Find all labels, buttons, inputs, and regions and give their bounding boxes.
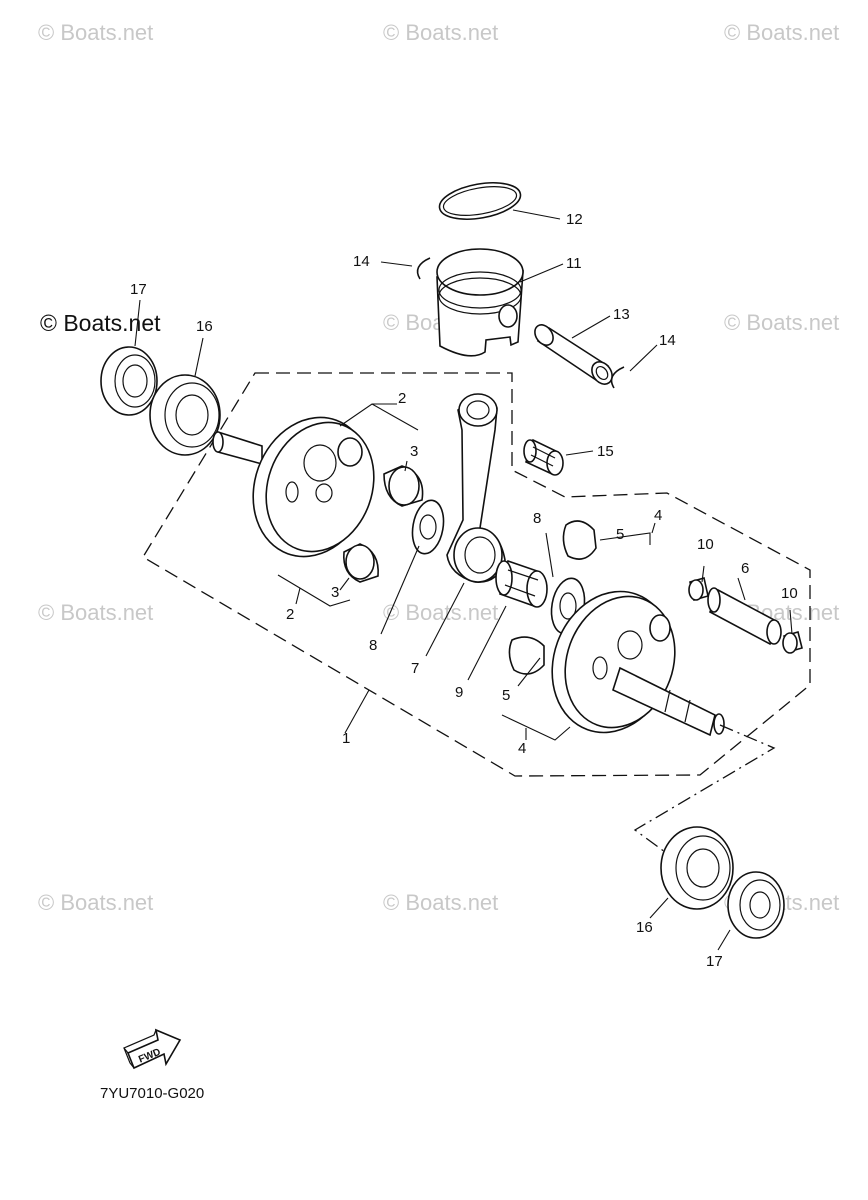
crank-pin — [707, 587, 782, 646]
callout-4: 4 — [654, 507, 662, 524]
circlip — [610, 366, 625, 389]
callout-6: 6 — [741, 560, 749, 577]
crankshaft-assembly-outline — [142, 372, 811, 777]
bearing-right-inner — [660, 826, 734, 910]
callout-5: 5 — [502, 687, 510, 704]
big-end-bearing — [495, 559, 548, 608]
callout-2: 2 — [286, 606, 294, 623]
leader-lines — [134, 209, 793, 951]
crank-washer-lower — [343, 543, 379, 583]
dowel-pin — [782, 631, 803, 654]
alignment-line — [633, 724, 776, 853]
callouts: 1 2 2 3 3 4 4 5 5 6 7 8 8 9 10 10 11 12 … — [130, 211, 798, 970]
callout-8: 8 — [533, 510, 541, 527]
bearing-right-outer — [727, 871, 785, 939]
callout-2: 2 — [398, 390, 406, 407]
callout-5: 5 — [616, 526, 624, 543]
fwd-arrow-icon: FWD — [123, 1028, 182, 1070]
watermark-main: © Boats.net — [40, 310, 161, 336]
piston-pin — [534, 324, 613, 385]
watermark: © Boats.net — [383, 890, 498, 915]
callout-3: 3 — [331, 584, 339, 601]
thrust-washer-left — [411, 499, 445, 555]
watermarks: © Boats.net © Boats.net © Boats.net © Bo… — [38, 20, 839, 915]
watermark: © Boats.net — [38, 20, 153, 45]
piston-ring — [438, 182, 522, 220]
watermark: © Boats.net — [724, 20, 839, 45]
piston — [436, 248, 524, 357]
watermark: © Boats.net — [724, 310, 839, 335]
callout-4: 4 — [518, 740, 526, 757]
callout-9: 9 — [455, 684, 463, 701]
watermark: © Boats.net — [38, 600, 153, 625]
dowel-pin — [688, 576, 709, 602]
callout-12: 12 — [566, 211, 583, 228]
crank-half-left — [212, 416, 375, 558]
small-end-bearing — [523, 438, 564, 476]
callout-11: 11 — [566, 255, 582, 272]
callout-14: 14 — [659, 332, 676, 349]
bearing-left-inner — [149, 374, 221, 456]
diagram-code: 7YU7010-G020 — [100, 1085, 204, 1102]
callout-17: 17 — [130, 281, 147, 298]
callout-17: 17 — [706, 953, 723, 970]
callout-8: 8 — [369, 637, 377, 654]
callout-1: 1 — [342, 730, 350, 747]
connecting-rod — [446, 393, 506, 583]
callout-16: 16 — [636, 919, 653, 936]
callout-16: 16 — [196, 318, 213, 335]
callout-3: 3 — [410, 443, 418, 460]
callout-7: 7 — [411, 660, 419, 677]
callout-10: 10 — [697, 536, 714, 553]
balancer-weight-upper — [562, 520, 597, 560]
callout-14: 14 — [353, 253, 370, 270]
watermark: © Boats.net — [38, 890, 153, 915]
callout-10: 10 — [781, 585, 798, 602]
circlip — [416, 257, 431, 280]
balancer-weight-lower — [508, 636, 545, 675]
bearing-left-outer — [100, 346, 158, 416]
callout-15: 15 — [597, 443, 614, 460]
crank-washer-upper — [383, 465, 424, 507]
crank-half-right — [551, 590, 725, 737]
callout-13: 13 — [613, 306, 630, 323]
watermark: © Boats.net — [383, 600, 498, 625]
watermark: © Boats.net — [383, 20, 498, 45]
